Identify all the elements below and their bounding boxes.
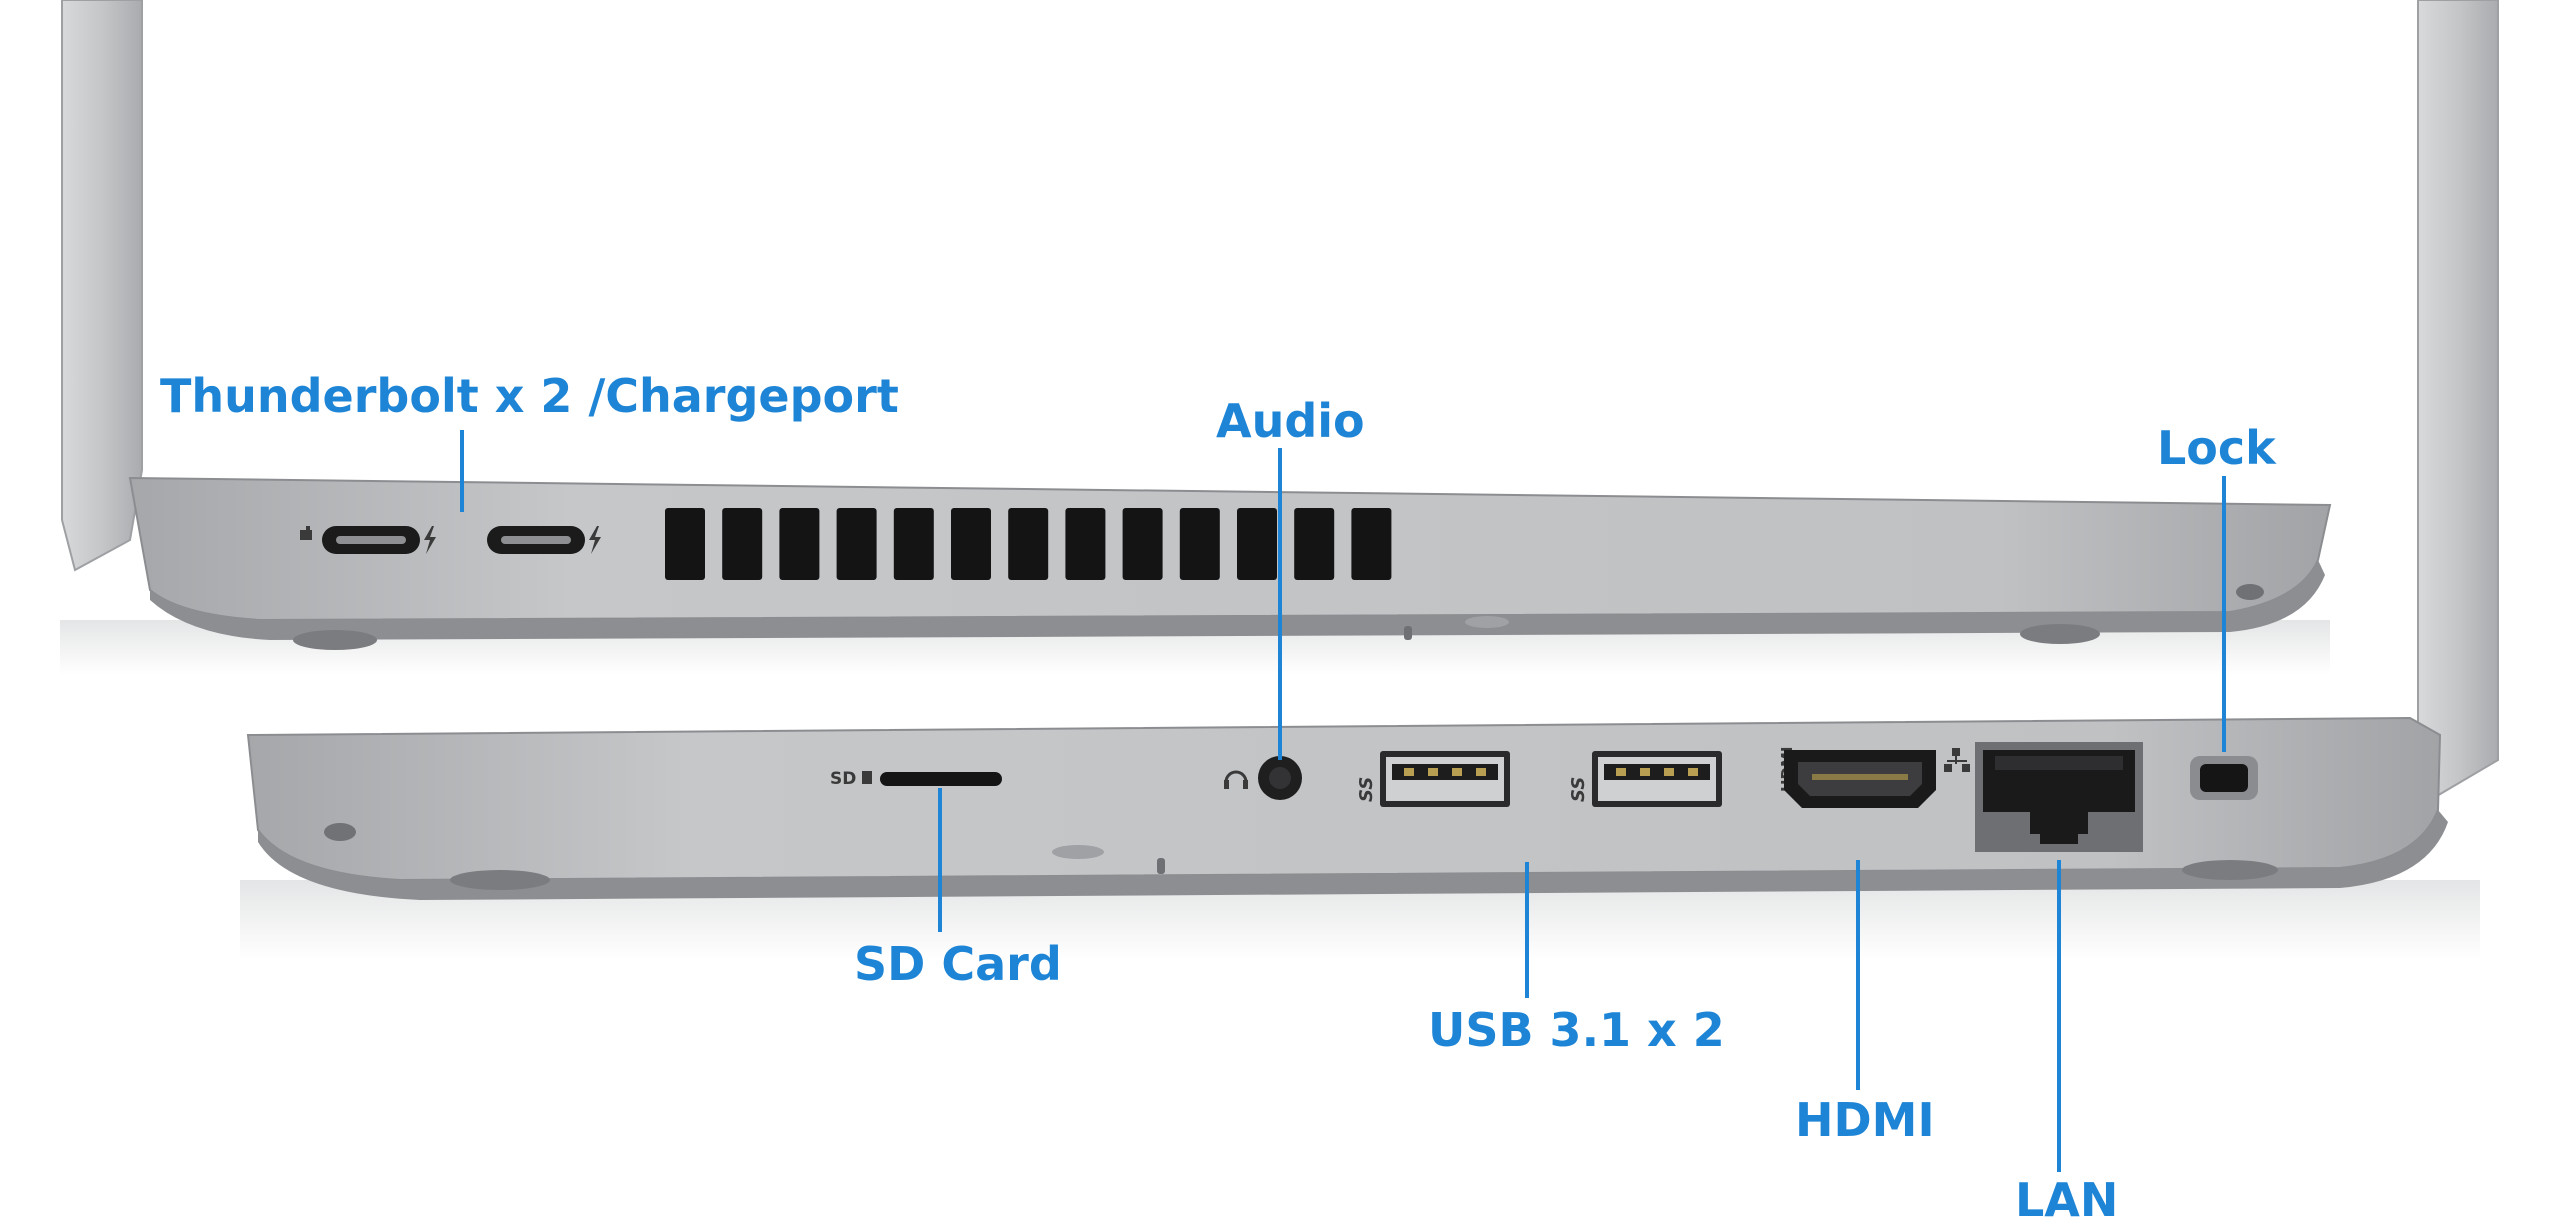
- right-lid-edge: [2417, 0, 2499, 802]
- left-foot-front: [293, 630, 377, 650]
- label-thunderbolt: Thunderbolt x 2 /Chargeport: [160, 369, 899, 423]
- left-bottom-screw: [1465, 616, 1509, 628]
- left-chassis-chamfer: [150, 560, 2325, 640]
- usb-a-port-1: [1380, 751, 1510, 807]
- audio-jack-inner: [1269, 767, 1291, 789]
- thunderbolt-bolt-icon-1: [424, 526, 436, 554]
- vent-slot: [665, 508, 705, 580]
- right-bottom-screw: [1052, 845, 1104, 859]
- left-lid-edge: [61, 0, 143, 572]
- right-hinge-pin: [1157, 858, 1165, 874]
- label-audio: Audio: [1216, 394, 1365, 448]
- air-vents: [665, 508, 1392, 580]
- sd-card-icon: [862, 771, 872, 784]
- usb-a-port-2: [1592, 751, 1722, 807]
- vent-slot: [1294, 508, 1335, 580]
- right-foot-back: [2182, 860, 2278, 880]
- vent-slot: [1008, 508, 1049, 580]
- headphone-icon: [1224, 770, 1248, 783]
- sd-card-slot: [880, 772, 1002, 786]
- vent-slot: [722, 508, 763, 580]
- callout-lines: [460, 430, 2226, 1172]
- label-sd-card: SD Card: [854, 937, 1062, 991]
- vent-slot: [951, 508, 991, 580]
- headphone-icon-right-cup: [1243, 780, 1248, 789]
- vent-slot: [779, 508, 820, 580]
- network-icon: [1944, 748, 1970, 772]
- label-lock: Lock: [2157, 421, 2277, 475]
- thunderbolt-port-1: [322, 526, 420, 554]
- label-lan: LAN: [2015, 1173, 2118, 1221]
- lan-port: [1975, 742, 2143, 852]
- label-usb: USB 3.1 x 2: [1428, 1003, 1725, 1057]
- power-plug-icon: [300, 526, 312, 540]
- vent-slot: [893, 508, 934, 580]
- lock-slot: [2190, 756, 2258, 800]
- thunderbolt-bolt-icon-2: [589, 526, 601, 554]
- vent-slot: [836, 508, 877, 580]
- right-foot-front: [450, 870, 550, 890]
- right-chassis-chamfer: [258, 810, 2448, 900]
- laptop-left-side: [60, 0, 2332, 675]
- thunderbolt-port-2: [487, 526, 585, 554]
- vent-slot: [1122, 508, 1163, 580]
- vent-slot: [1179, 508, 1220, 580]
- sd-marking: SD: [830, 769, 856, 789]
- left-hinge-pin: [1404, 626, 1412, 640]
- vent-slot: [1065, 508, 1106, 580]
- vent-slot: [1237, 508, 1277, 580]
- label-hdmi: HDMI: [1795, 1093, 1935, 1147]
- left-foot-back: [2020, 624, 2100, 644]
- left-rear-dot: [2236, 584, 2264, 600]
- usb-ss-marking-2: SS: [1568, 777, 1589, 802]
- hdmi-port: [1784, 750, 1936, 808]
- headphone-icon-left-cup: [1224, 780, 1229, 789]
- usb-ss-marking-1: SS: [1356, 777, 1377, 802]
- right-front-dot: [324, 823, 356, 841]
- laptop-right-side: SD SS SS HDMI: [240, 716, 2480, 960]
- vent-slot: [1351, 508, 1392, 580]
